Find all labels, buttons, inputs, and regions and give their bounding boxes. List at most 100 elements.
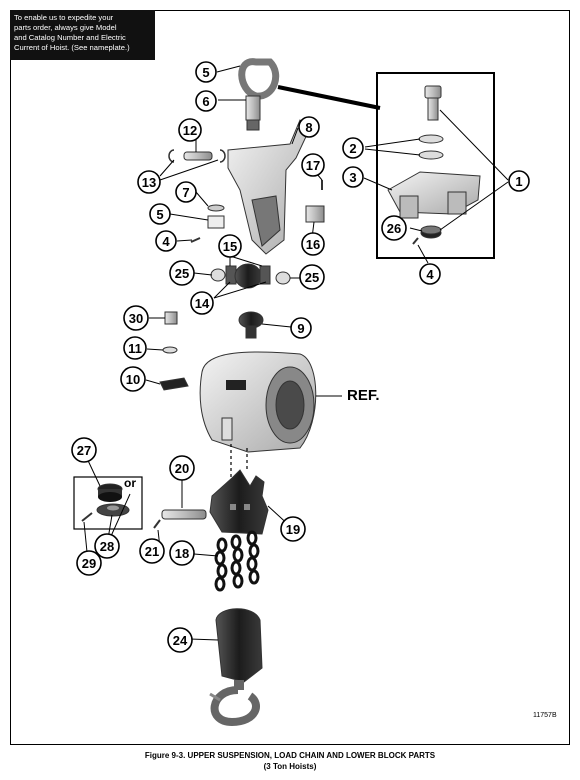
svg-text:20: 20	[175, 461, 189, 476]
svg-text:8: 8	[305, 120, 312, 135]
cotter-pin-part	[153, 519, 161, 529]
callout-4: 4	[419, 263, 441, 285]
svg-text:2: 2	[349, 141, 356, 156]
callout-12: 12	[178, 118, 202, 142]
or-label: or	[124, 476, 136, 490]
pin-part	[161, 509, 207, 520]
cotter-pin-part	[412, 237, 419, 245]
option-box	[73, 476, 143, 530]
callout-5: 5	[195, 61, 217, 83]
svg-text:9: 9	[297, 321, 304, 336]
svg-text:28: 28	[100, 539, 114, 554]
chain-stopper-part	[97, 483, 123, 502]
callout-14: 14	[190, 291, 214, 315]
hoist-body-ref	[199, 351, 317, 453]
callout-26: 26	[381, 215, 407, 241]
washer-part	[418, 134, 444, 160]
swivel-eye-part	[238, 311, 264, 339]
svg-text:24: 24	[173, 633, 188, 648]
svg-text:10: 10	[126, 372, 140, 387]
ordering-note-line: and Catalog Number and Electric	[14, 33, 126, 42]
callout-18: 18	[169, 540, 195, 566]
callout-27: 27	[71, 437, 97, 463]
svg-text:5: 5	[156, 207, 163, 222]
yoke-part	[227, 119, 311, 255]
svg-text:14: 14	[195, 296, 210, 311]
leader-lines	[83, 65, 342, 641]
nut-part	[420, 225, 442, 239]
svg-text:30: 30	[129, 311, 143, 326]
caption-line: Figure 9-3. UPPER SUSPENSION, LOAD CHAIN…	[144, 751, 436, 760]
callout-5: 5	[149, 203, 171, 225]
svg-text:16: 16	[306, 237, 320, 252]
callout-19: 19	[280, 516, 306, 542]
callout-9: 9	[290, 317, 312, 339]
callout-1: 1	[508, 170, 530, 192]
callout-25: 25	[299, 264, 325, 290]
callout-8: 8	[298, 116, 320, 138]
callout-20: 20	[169, 455, 195, 481]
ordering-note-line: parts order, always give Model	[14, 23, 117, 32]
ordering-note: To enable us to expedite your parts orde…	[10, 10, 155, 60]
drawing-number: 11757B	[533, 712, 557, 719]
bolt-part	[424, 85, 442, 121]
svg-text:6: 6	[202, 94, 209, 109]
cotter-pin-part	[81, 512, 93, 522]
callout-30: 30	[123, 305, 149, 331]
callout-3: 3	[342, 166, 364, 188]
bracket-part	[159, 377, 189, 391]
idler-sprocket-part	[210, 263, 291, 289]
inset-leader-line	[277, 85, 381, 110]
ref-label: REF.	[347, 387, 380, 404]
callout-7: 7	[175, 181, 197, 203]
sleeve-part	[305, 205, 325, 223]
svg-text:3: 3	[349, 170, 356, 185]
caption-line: (3 Ton Hoists)	[263, 762, 317, 771]
callout-17: 17	[301, 153, 325, 177]
washer-part	[207, 204, 225, 212]
figure-caption: Figure 9-3. UPPER SUSPENSION, LOAD CHAIN…	[0, 750, 580, 772]
callout-10: 10	[120, 366, 146, 392]
callout-11: 11	[123, 336, 147, 360]
svg-text:13: 13	[142, 175, 156, 190]
svg-text:19: 19	[286, 522, 300, 537]
svg-text:27: 27	[77, 443, 91, 458]
cotter-pin-part	[190, 237, 201, 243]
load-chain-part	[214, 530, 260, 592]
svg-text:4: 4	[426, 267, 434, 282]
spacer-part	[207, 215, 225, 229]
svg-text:17: 17	[306, 158, 320, 173]
callout-4: 4	[155, 230, 177, 252]
bottom-hook-part	[209, 608, 263, 727]
svg-text:15: 15	[223, 239, 237, 254]
ordering-note-line: Current of Hoist. (See nameplate.)	[14, 43, 130, 52]
svg-text:7: 7	[182, 185, 189, 200]
screw-part	[164, 311, 178, 325]
svg-text:1: 1	[515, 174, 522, 189]
callout-24: 24	[167, 627, 193, 653]
svg-text:12: 12	[183, 123, 197, 138]
leader-lines	[363, 109, 509, 264]
washer-part	[162, 346, 178, 354]
callout-2: 2	[342, 137, 364, 159]
callout-25: 25	[169, 260, 195, 286]
svg-text:18: 18	[175, 546, 189, 561]
callout-28: 28	[94, 533, 120, 559]
top-hook-part	[238, 58, 280, 131]
callout-16: 16	[301, 232, 325, 256]
suspension-bracket-part	[387, 171, 481, 219]
svg-text:21: 21	[145, 544, 159, 559]
callout-13: 13	[137, 170, 161, 194]
callout-29: 29	[76, 550, 102, 576]
svg-text:4: 4	[162, 234, 170, 249]
callout-15: 15	[218, 234, 242, 258]
svg-text:11: 11	[128, 341, 142, 356]
callout-6: 6	[195, 90, 217, 112]
ordering-note-line: To enable us to expedite your	[14, 13, 114, 22]
svg-text:25: 25	[175, 266, 189, 281]
svg-text:29: 29	[82, 556, 96, 571]
svg-text:26: 26	[387, 221, 401, 236]
lower-block-part	[209, 469, 269, 535]
svg-text:5: 5	[202, 65, 209, 80]
